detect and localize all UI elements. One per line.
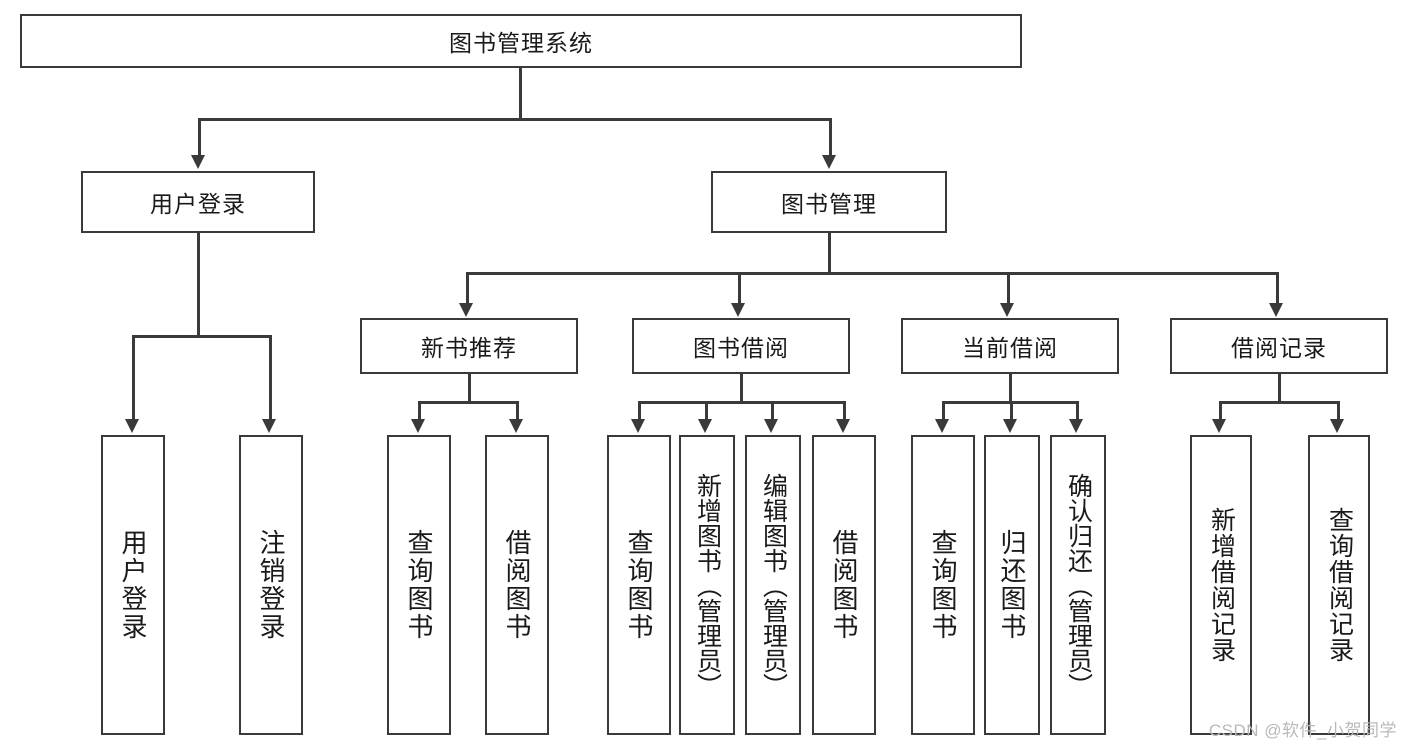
leaf-edit-book-label: 编辑图书（管理员） bbox=[759, 472, 788, 698]
arrow-bb-to-leaf-1 bbox=[631, 419, 645, 433]
arrow-user-login-to-leaf-2 bbox=[262, 419, 276, 433]
edge-nbr-to-leaf-1 bbox=[418, 401, 421, 420]
leaf-add-book-label: 新增图书（管理员） bbox=[693, 472, 722, 698]
leaf-borrow-book-1-label: 借阅图书 bbox=[502, 529, 533, 641]
edge-nbr-branch-bar bbox=[418, 401, 519, 404]
arrow-cb-to-leaf-2 bbox=[1003, 419, 1017, 433]
leaf-user-login[interactable]: 用户登录 bbox=[101, 435, 165, 735]
edge-root-trunk bbox=[519, 68, 522, 118]
edge-bb-to-leaf-3 bbox=[771, 401, 774, 420]
edge-book-management-branch-bar bbox=[466, 272, 1279, 275]
edge-bm-to-new-book-recommend bbox=[466, 272, 469, 304]
edge-bb-to-leaf-4 bbox=[843, 401, 846, 420]
edge-br-trunk bbox=[1278, 374, 1281, 401]
leaf-query-book-2[interactable]: 查询图书 bbox=[607, 435, 671, 735]
node-borrow-record-label: 借阅记录 bbox=[1231, 335, 1327, 361]
edge-br-branch-bar bbox=[1219, 401, 1340, 404]
edge-cb-to-leaf-3 bbox=[1076, 401, 1079, 420]
arrow-bb-to-leaf-2 bbox=[698, 419, 712, 433]
edge-bb-trunk bbox=[740, 374, 743, 401]
node-borrow-record[interactable]: 借阅记录 bbox=[1170, 318, 1388, 374]
node-user-login[interactable]: 用户登录 bbox=[81, 171, 315, 233]
edge-br-to-leaf-2 bbox=[1337, 401, 1340, 420]
edge-cb-trunk bbox=[1009, 374, 1012, 401]
edge-user-login-to-leaf-2 bbox=[269, 335, 272, 420]
edge-book-management-trunk bbox=[828, 233, 831, 272]
edge-bm-to-current-borrow bbox=[1007, 272, 1010, 304]
arrow-br-to-leaf-2 bbox=[1330, 419, 1344, 433]
leaf-borrow-book-1[interactable]: 借阅图书 bbox=[485, 435, 549, 735]
arrow-bm-to-book-borrow bbox=[731, 303, 745, 317]
edge-user-login-trunk bbox=[197, 233, 200, 335]
arrow-bm-to-current-borrow bbox=[1000, 303, 1014, 317]
edge-bb-to-leaf-1 bbox=[638, 401, 641, 420]
node-book-borrow[interactable]: 图书借阅 bbox=[632, 318, 850, 374]
edge-nbr-trunk bbox=[468, 374, 471, 401]
leaf-confirm-return-label: 确认归还（管理员） bbox=[1064, 472, 1093, 698]
edge-bb-branch-bar bbox=[638, 401, 846, 404]
leaf-confirm-return[interactable]: 确认归还（管理员） bbox=[1050, 435, 1106, 735]
leaf-borrow-book-2[interactable]: 借阅图书 bbox=[812, 435, 876, 735]
arrow-root-to-user-login bbox=[191, 155, 205, 169]
node-book-borrow-label: 图书借阅 bbox=[693, 335, 789, 361]
edge-cb-to-leaf-1 bbox=[942, 401, 945, 420]
arrow-cb-to-leaf-3 bbox=[1069, 419, 1083, 433]
arrow-cb-to-leaf-1 bbox=[935, 419, 949, 433]
edge-root-to-user-login bbox=[198, 118, 201, 156]
edge-bb-to-leaf-2 bbox=[705, 401, 708, 420]
arrow-bm-to-new-book-recommend bbox=[459, 303, 473, 317]
node-new-book-recommend[interactable]: 新书推荐 bbox=[360, 318, 578, 374]
leaf-return-book[interactable]: 归还图书 bbox=[984, 435, 1040, 735]
node-book-management-label: 图书管理 bbox=[781, 191, 877, 217]
edge-nbr-to-leaf-2 bbox=[516, 401, 519, 420]
node-book-management[interactable]: 图书管理 bbox=[711, 171, 947, 233]
node-root-label: 图书管理系统 bbox=[449, 30, 593, 56]
arrow-bb-to-leaf-4 bbox=[836, 419, 850, 433]
leaf-add-book[interactable]: 新增图书（管理员） bbox=[679, 435, 735, 735]
arrow-bb-to-leaf-3 bbox=[764, 419, 778, 433]
edge-br-to-leaf-1 bbox=[1219, 401, 1222, 420]
arrow-bm-to-borrow-record bbox=[1269, 303, 1283, 317]
arrow-nbr-to-leaf-2 bbox=[509, 419, 523, 433]
leaf-borrow-book-2-label: 借阅图书 bbox=[829, 529, 860, 641]
node-current-borrow-label: 当前借阅 bbox=[962, 335, 1058, 361]
leaf-add-record[interactable]: 新增借阅记录 bbox=[1190, 435, 1252, 735]
edge-user-login-branch-bar bbox=[132, 335, 271, 338]
leaf-user-logout[interactable]: 注销登录 bbox=[239, 435, 303, 735]
leaf-return-book-label: 归还图书 bbox=[997, 529, 1028, 641]
node-new-book-recommend-label: 新书推荐 bbox=[421, 335, 517, 361]
arrow-root-to-book-management bbox=[822, 155, 836, 169]
leaf-query-book-1[interactable]: 查询图书 bbox=[387, 435, 451, 735]
leaf-query-book-2-label: 查询图书 bbox=[624, 529, 655, 641]
leaf-user-login-label: 用户登录 bbox=[118, 529, 149, 641]
edge-root-to-book-management bbox=[829, 118, 832, 156]
edge-user-login-to-leaf-1 bbox=[132, 335, 135, 420]
leaf-query-book-1-label: 查询图书 bbox=[404, 529, 435, 641]
edge-root-branch-bar bbox=[198, 118, 832, 121]
node-current-borrow[interactable]: 当前借阅 bbox=[901, 318, 1119, 374]
node-root[interactable]: 图书管理系统 bbox=[20, 14, 1022, 68]
leaf-query-book-3[interactable]: 查询图书 bbox=[911, 435, 975, 735]
edge-bm-to-borrow-record bbox=[1276, 272, 1279, 304]
arrow-nbr-to-leaf-1 bbox=[411, 419, 425, 433]
leaf-add-record-label: 新增借阅记录 bbox=[1207, 507, 1236, 663]
edge-bm-to-book-borrow bbox=[738, 272, 741, 304]
arrow-user-login-to-leaf-1 bbox=[125, 419, 139, 433]
node-user-login-label: 用户登录 bbox=[150, 191, 246, 217]
leaf-user-logout-label: 注销登录 bbox=[256, 529, 287, 641]
leaf-query-record-label: 查询借阅记录 bbox=[1325, 507, 1354, 663]
leaf-query-book-3-label: 查询图书 bbox=[928, 529, 959, 641]
edge-cb-to-leaf-2 bbox=[1010, 401, 1013, 420]
leaf-edit-book[interactable]: 编辑图书（管理员） bbox=[745, 435, 801, 735]
watermark-text: CSDN @软件_小贺同学 bbox=[1208, 721, 1397, 740]
arrow-br-to-leaf-1 bbox=[1212, 419, 1226, 433]
leaf-query-record[interactable]: 查询借阅记录 bbox=[1308, 435, 1370, 735]
